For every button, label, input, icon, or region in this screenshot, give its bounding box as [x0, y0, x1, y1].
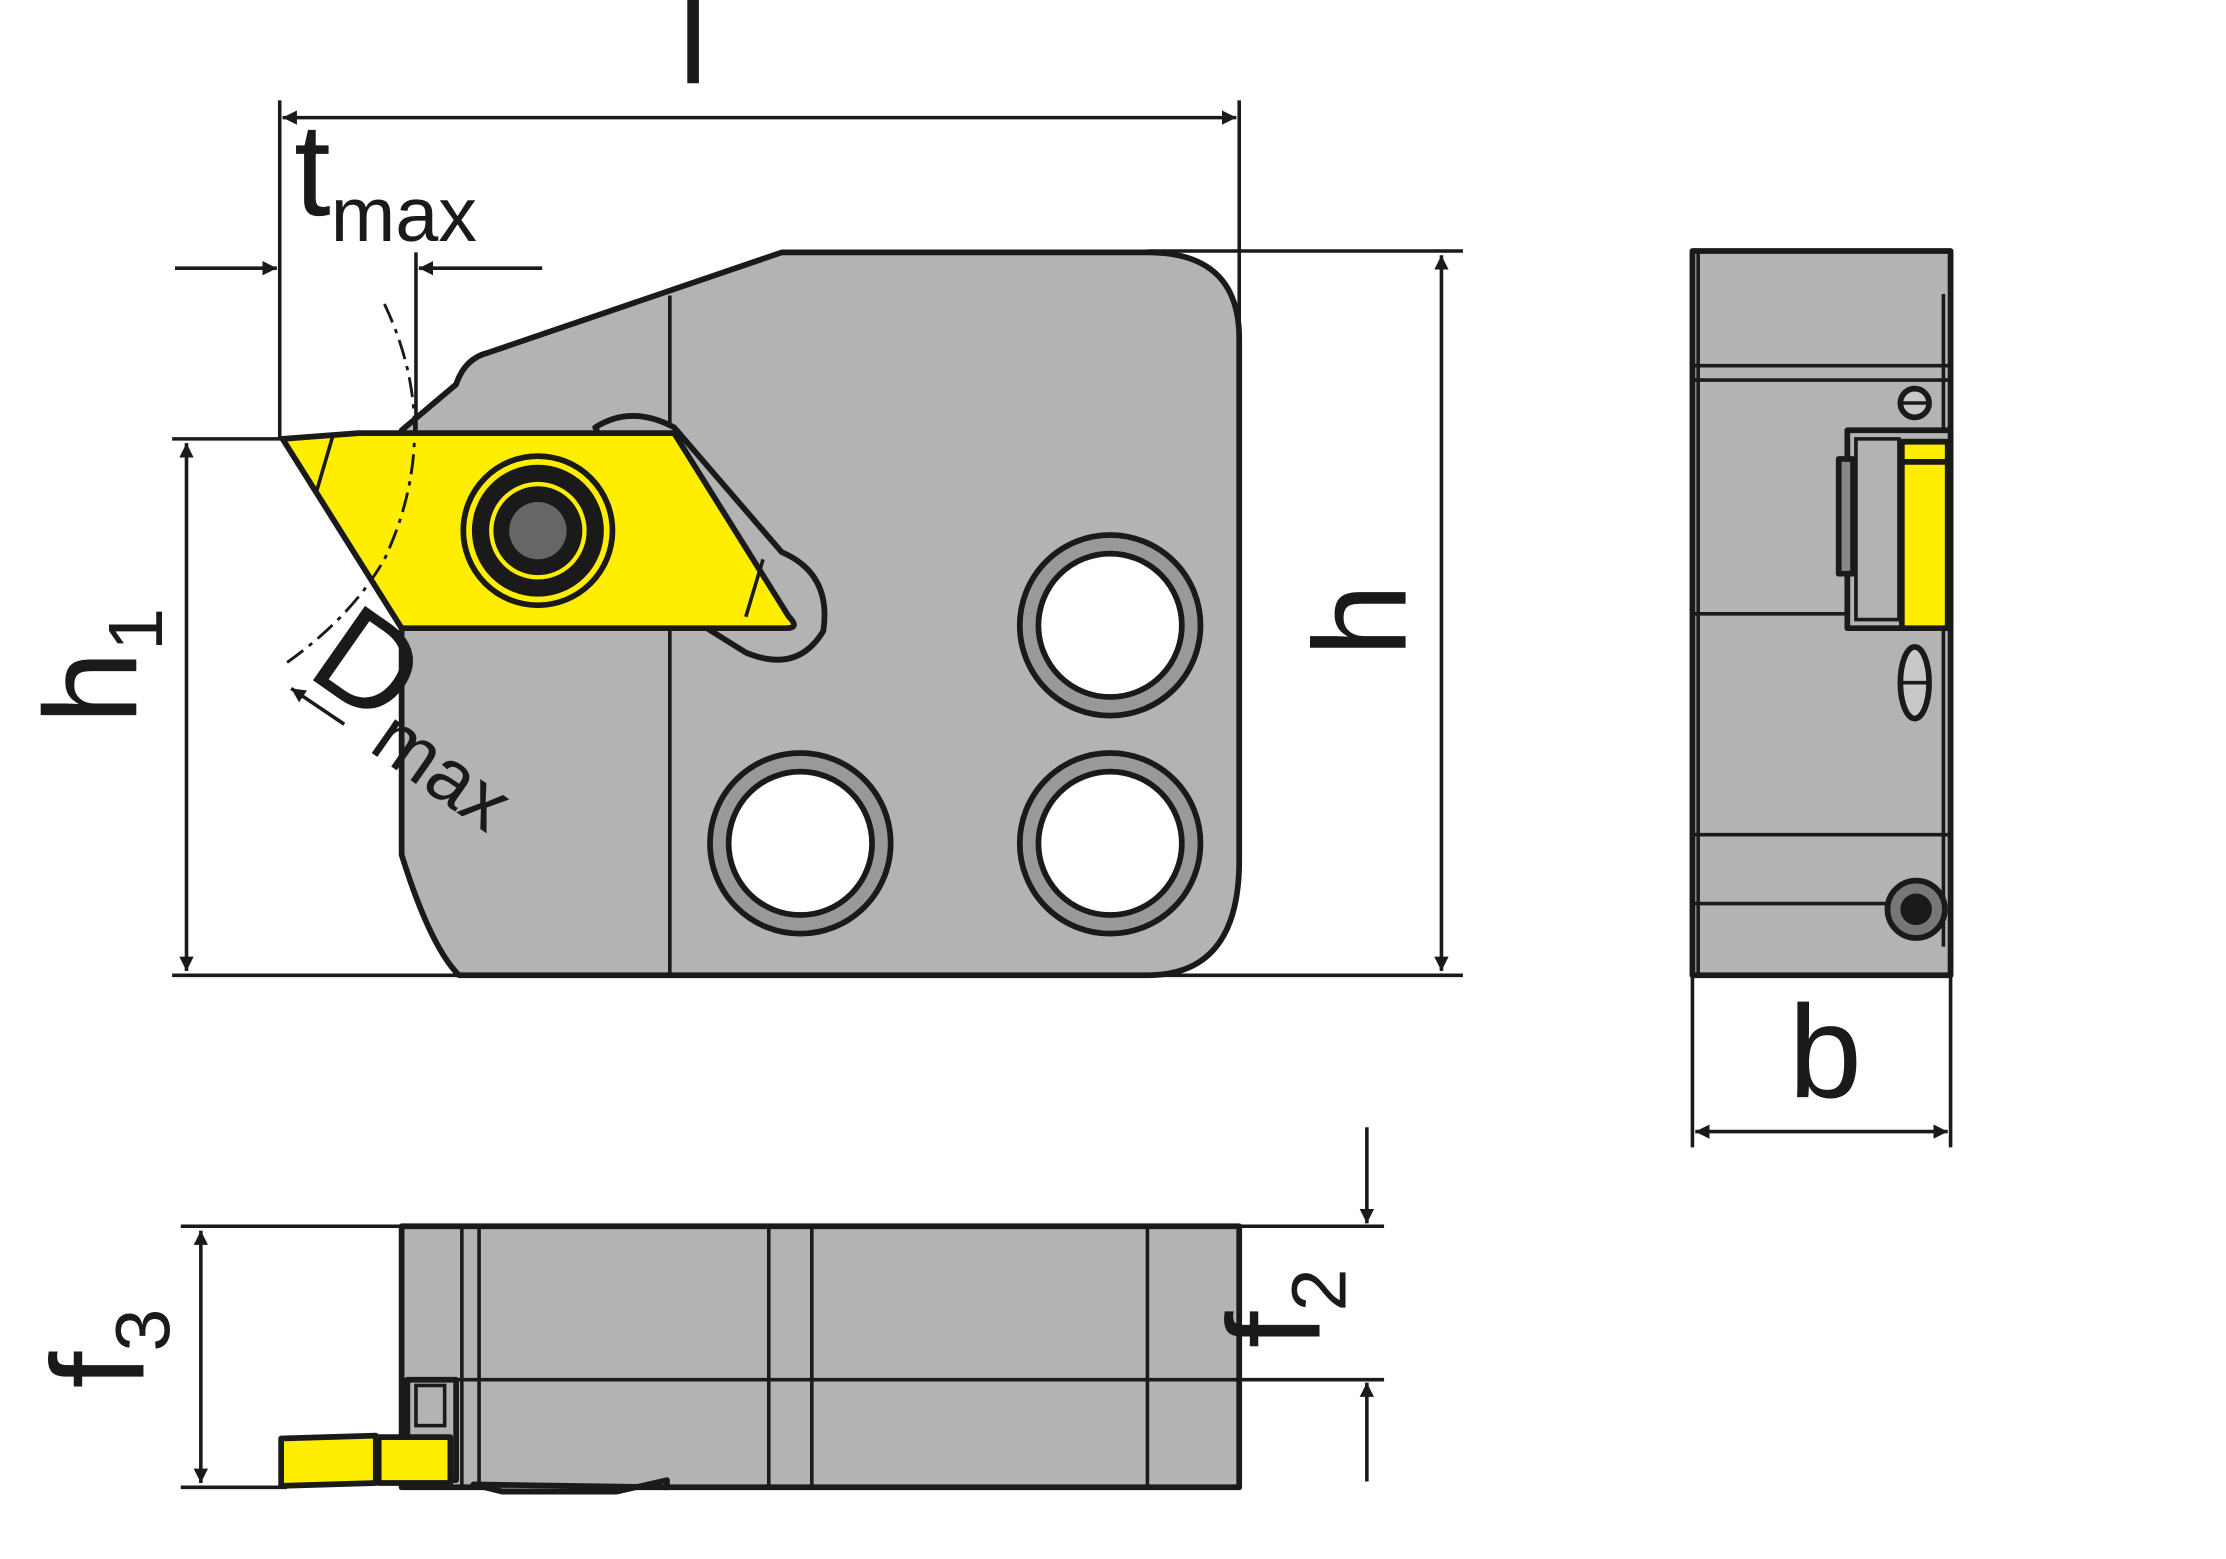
clamp-screw [460, 453, 616, 609]
label-f3-main: f [24, 1351, 171, 1388]
top-body [398, 1223, 1243, 1491]
mounting-hole-top-right [1016, 532, 1204, 719]
dmax-pointer [290, 686, 346, 726]
label-tmax-main: t [294, 96, 331, 243]
mounting-hole-bottom-right [1016, 750, 1204, 937]
label-f3-sub: 3 [100, 1309, 186, 1352]
dmax-arc [286, 303, 416, 664]
mounting-hole-bottom-left [707, 750, 894, 937]
side-view [1689, 248, 1954, 1148]
top-insert [278, 1432, 379, 1489]
label-l: l [678, 0, 707, 111]
side-insert [1898, 438, 1951, 632]
label-tmax: tmax [294, 96, 477, 258]
front-view [279, 249, 1243, 979]
label-h: h [1287, 583, 1434, 656]
dimension-lines [172, 100, 1463, 978]
label-f2: f2 [1201, 1268, 1363, 1348]
label-b: b [1789, 978, 1862, 1125]
top-view [180, 1127, 1385, 1495]
label-h1-main: h [17, 651, 164, 724]
label-f2-sub: 2 [1276, 1268, 1362, 1311]
side-screw [1884, 877, 1948, 941]
label-h1: h1 [17, 608, 179, 724]
label-f2-main: f [1201, 1311, 1348, 1348]
label-tmax-sub: max [331, 172, 477, 258]
label-h1-sub: 1 [93, 608, 179, 651]
label-f3: f3 [24, 1309, 186, 1389]
